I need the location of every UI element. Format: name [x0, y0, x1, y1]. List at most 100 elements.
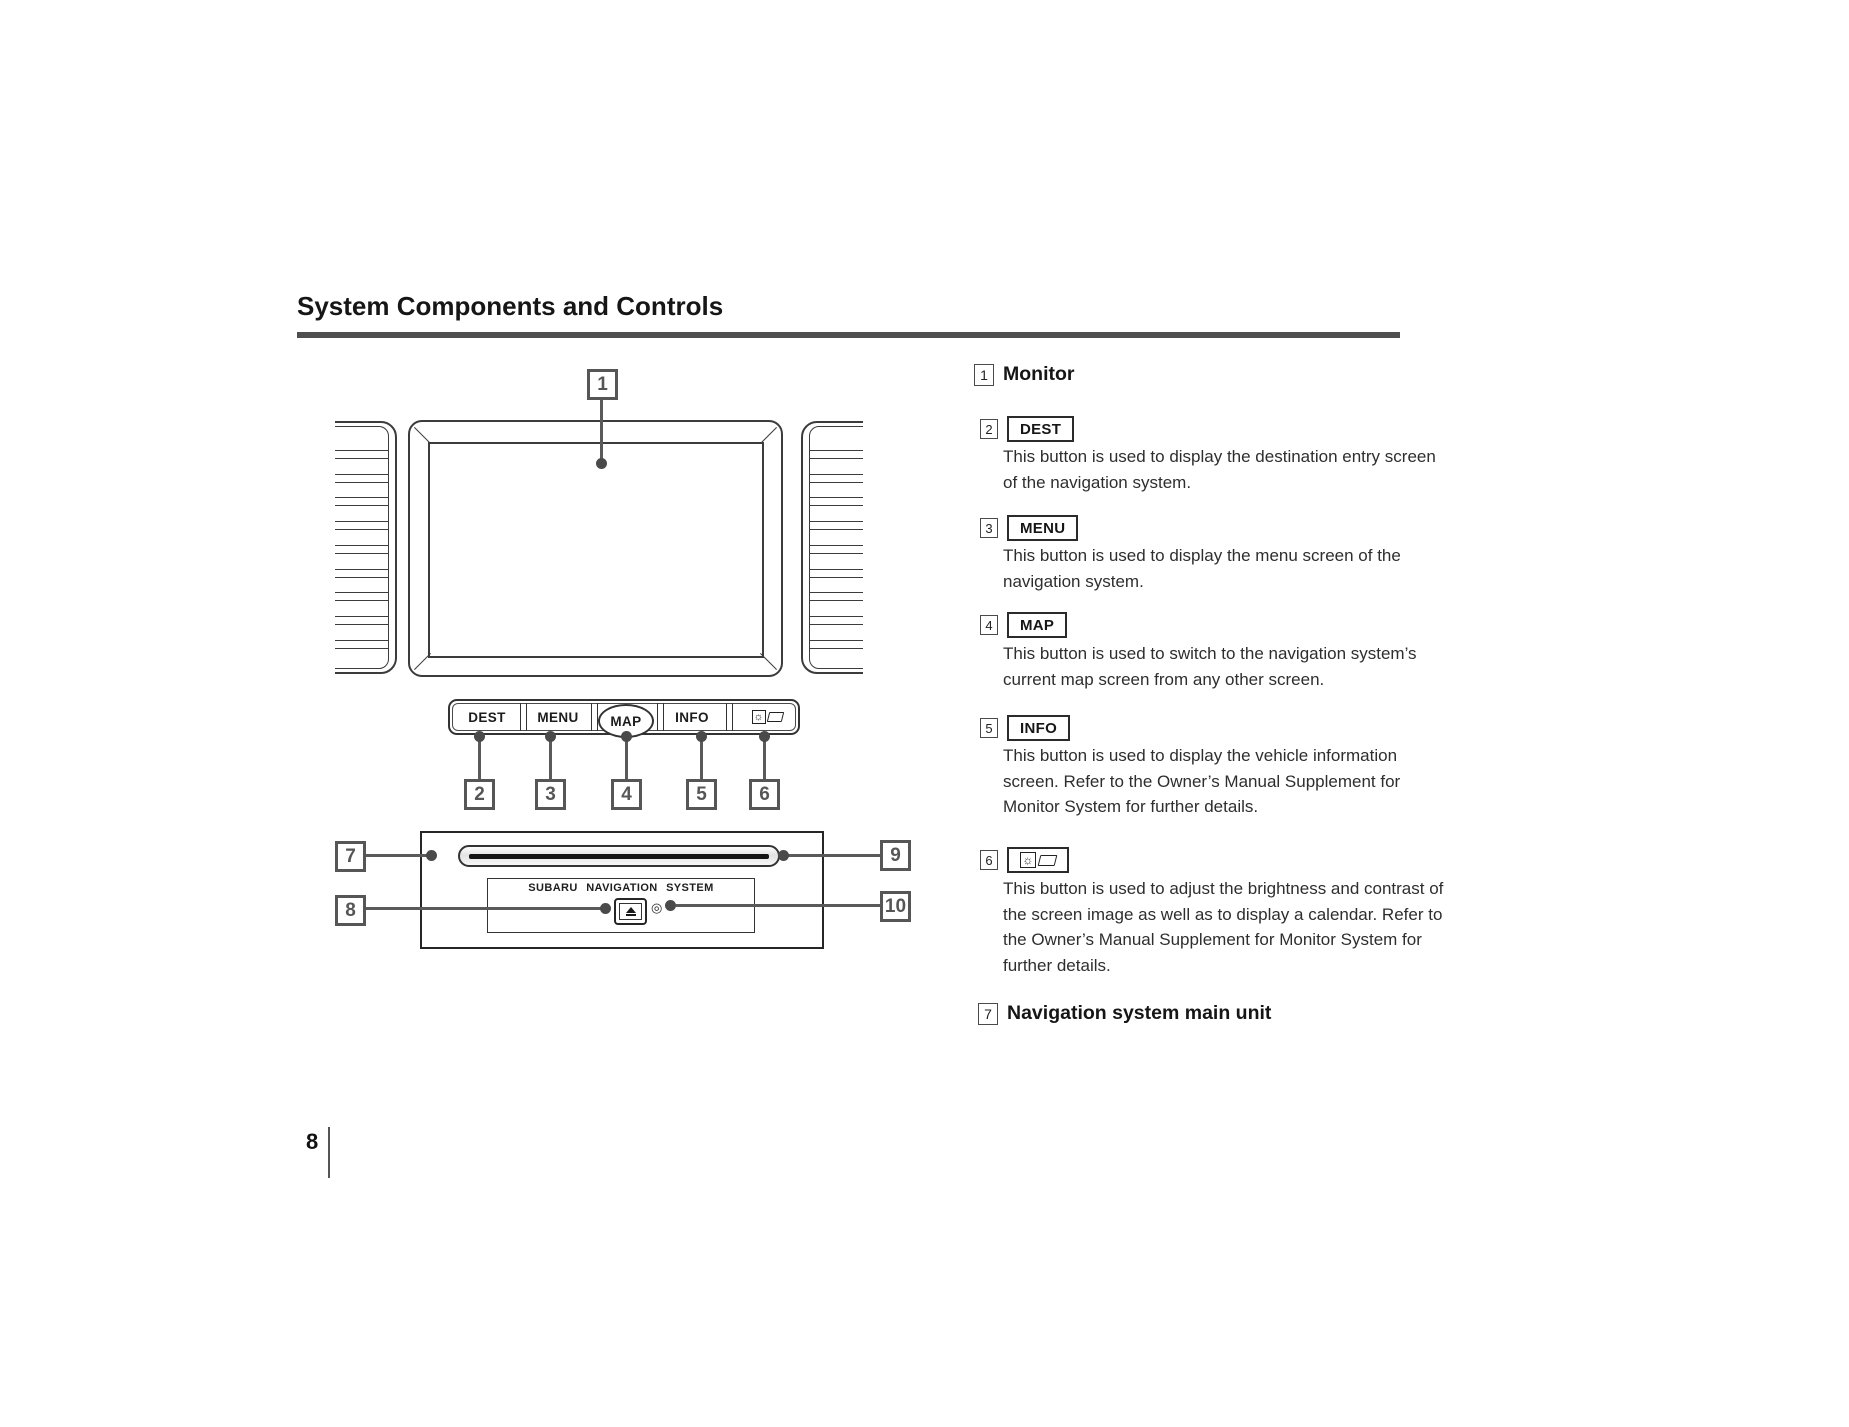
corner-bevel [760, 653, 777, 670]
callout-8-leader [365, 907, 605, 910]
vent-slat [335, 615, 389, 617]
corner-bevel [414, 427, 431, 444]
right-vent-outline [801, 421, 863, 674]
vent-slat [335, 497, 389, 499]
vent-slat [335, 639, 389, 641]
display-panel-icon [1037, 854, 1058, 866]
corner-bevel [414, 653, 431, 670]
section-1-header: 1 Monitor [974, 363, 1074, 386]
bar-divider [663, 703, 664, 731]
sun-icon: ☼ [751, 710, 766, 724]
callout-4-box: 4 [611, 779, 642, 810]
menu-button: MENU [537, 709, 579, 725]
map-button-text: MAP [610, 713, 642, 729]
section-5-description: This button is used to display the vehic… [1003, 746, 1401, 816]
section-2-header: 2 DEST [980, 416, 1075, 442]
callout-7-box: 7 [335, 841, 366, 872]
vent-slat [335, 592, 389, 594]
vent-slat [335, 505, 389, 507]
unit-faceplate: SUBARU NAVIGATION SYSTEM ◎ [487, 878, 755, 933]
left-vent-inner-outline [335, 426, 389, 669]
callout-6-dot [759, 731, 770, 742]
vent-slat [335, 458, 389, 459]
vent-slat [335, 544, 389, 546]
callout-2-box: 2 [464, 779, 495, 810]
vent-slat [809, 458, 863, 459]
disc-slot-opening [469, 854, 769, 859]
left-vent-outline [335, 421, 397, 674]
vent-slat [809, 521, 863, 523]
bar-divider [520, 703, 521, 731]
dest-button: DEST [468, 709, 506, 725]
section-7-header: 7 Navigation system main unit [978, 1002, 1271, 1025]
control-bar: DEST MENU INFO MAP ☼ [448, 699, 800, 738]
vent-slat [809, 639, 863, 641]
item-number-box: 3 [980, 518, 998, 538]
callout-1-box: 1 [587, 369, 618, 400]
vent-slat [335, 481, 389, 483]
brightness-button-label: ☼ [1007, 847, 1069, 873]
map-button-label: MAP [1007, 612, 1068, 638]
callout-5-box: 5 [686, 779, 717, 810]
callout-4-dot [621, 731, 632, 742]
dest-button-label: DEST [1007, 416, 1075, 442]
item-number-box: 4 [980, 615, 998, 635]
vent-slat [335, 450, 389, 451]
callout-9-leader [788, 854, 880, 857]
eject-button [614, 898, 647, 925]
main-unit: SUBARU NAVIGATION SYSTEM ◎ [420, 831, 824, 949]
callout-3-leader [549, 736, 552, 779]
vent-slat [335, 568, 389, 570]
title-rule [297, 332, 1400, 338]
callout-6-leader [763, 736, 766, 779]
callout-5-dot [696, 731, 707, 742]
vent-slat [809, 497, 863, 499]
vent-slat [809, 473, 863, 475]
callout-4-leader [625, 736, 628, 779]
vent-slat [809, 552, 863, 554]
sun-icon: ☼ [1020, 852, 1036, 868]
section-6-header: 6 ☼ [980, 847, 1069, 873]
callout-5-leader [700, 736, 703, 779]
vent-slat [335, 576, 389, 578]
vent-slat [809, 481, 863, 483]
callout-9-dot [778, 850, 789, 861]
power-led-icon: ◎ [651, 900, 663, 915]
right-vent-inner-outline [809, 426, 863, 669]
vent-slat [809, 529, 863, 531]
vent-slat [809, 576, 863, 578]
section-4-description: This button is used to switch to the nav… [1003, 644, 1417, 689]
callout-3-box: 3 [535, 779, 566, 810]
section-1-heading: Monitor [1003, 363, 1075, 385]
callout-10-dot [665, 900, 676, 911]
page-number-rule [328, 1127, 330, 1178]
callout-1-dot [596, 458, 607, 469]
monitor-frame [408, 420, 783, 677]
callout-8-box: 8 [335, 895, 366, 926]
callout-10-leader [676, 904, 880, 907]
page-title: System Components and Controls [297, 291, 724, 321]
callout-2-dot [474, 731, 485, 742]
info-button-label: INFO [1007, 715, 1071, 741]
section-5-header: 5 INFO [980, 715, 1071, 741]
menu-button-label: MENU [1007, 515, 1079, 541]
vent-slat [809, 544, 863, 546]
section-2-description: This button is used to display the desti… [1003, 447, 1436, 492]
vent-slat [809, 568, 863, 570]
page-number: 8 [306, 1129, 319, 1154]
vent-slat [335, 647, 389, 649]
section-3-header: 3 MENU [980, 515, 1079, 541]
callout-10-box: 10 [880, 891, 911, 922]
item-number-box: 1 [974, 363, 994, 386]
eject-icon [619, 903, 642, 920]
callout-3-dot [545, 731, 556, 742]
vent-slat [809, 615, 863, 617]
vent-slat [335, 552, 389, 554]
vent-slat [335, 600, 389, 602]
bar-divider [597, 703, 598, 731]
vent-slat [809, 600, 863, 602]
vent-slat [335, 473, 389, 475]
unit-brand-label: SUBARU NAVIGATION SYSTEM [528, 882, 714, 894]
bar-divider [591, 703, 592, 731]
